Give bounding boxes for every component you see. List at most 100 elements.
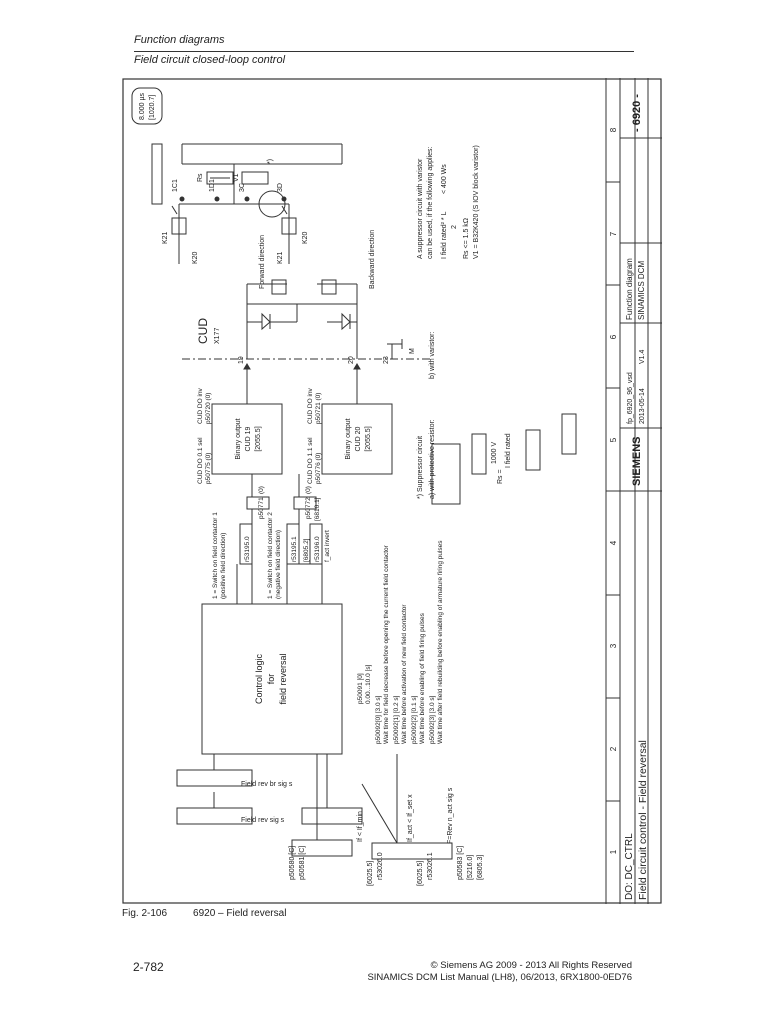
timing-item-desc: Wait time after field rebuilding before … (437, 540, 444, 744)
grid-number: 3 (609, 643, 618, 648)
grid-number: 1 (609, 849, 618, 854)
timestamp-ref: [1020.7] (149, 95, 156, 120)
suppressor-note: A suppressor circuit with varistor (417, 158, 424, 259)
timing-item-desc: Wait time for field decrease before open… (383, 544, 390, 744)
output-desc: (positive field direction) (220, 533, 227, 599)
timestamp: 8.000 µs (139, 93, 146, 120)
k21-coil-label: K21 (277, 251, 284, 264)
suppressor-note: can be used, if the following applies: (427, 146, 434, 259)
formula-lhs: Rs = (497, 469, 504, 484)
sel-param: p50775 (0) (205, 453, 212, 484)
inv-param: p50721 (0) (315, 393, 322, 424)
file-name: fp_6920_96_vsd (627, 372, 634, 424)
figure-caption: Fig. 2-106 6920 – Field reversal (122, 908, 312, 919)
note-mark: *) (267, 159, 274, 164)
terminal-label: 3C (239, 183, 246, 192)
page-number: 2-782 (133, 960, 164, 974)
p-value: (0) (258, 486, 265, 494)
grid-number: 7 (609, 231, 618, 236)
product: SINAMICS DCM (637, 261, 646, 320)
terminal-19: 19 (238, 356, 245, 364)
terminal-23: 23 (383, 356, 390, 364)
binary-output-ref: [2055.5] (365, 426, 372, 451)
sel-param: p50776 (0) (315, 453, 322, 484)
timing-item-desc: Wait time before activation of new field… (401, 604, 408, 744)
input-param: p50583 [C] (457, 846, 464, 880)
grid-number: 6 (609, 334, 618, 339)
date: 2013-05-14 (639, 388, 646, 424)
grid-number: 2 (609, 746, 618, 751)
output-desc: 1 = Switch on field contactor 2 (267, 512, 274, 599)
binary-output-name: CUD 20 (355, 426, 362, 451)
input-label: If_act < If_set x (407, 794, 414, 842)
ground-m: M (409, 348, 416, 354)
version: V1.4 (639, 349, 646, 364)
suppressor-note: Rs <= 1.5 kΩ (463, 218, 470, 259)
input-ref: [6025.5] (417, 861, 424, 886)
terminal-20: 20 (348, 356, 355, 364)
timing-item-desc: Wait time before enabling of field firin… (419, 612, 426, 744)
control-block-line2: for (266, 674, 276, 685)
figure-title: 6920 – Field reversal (193, 908, 287, 919)
k20-label: K20 (302, 231, 309, 244)
formula-numerator: 1000 V (491, 441, 498, 464)
inv-label: CUD DO inv (307, 387, 314, 424)
output-desc: (negative field direction) (275, 530, 282, 599)
suppressor-title: *) Suppressor circuit (417, 436, 424, 499)
terminal-label: 1D1 (209, 179, 216, 192)
formula-denominator: I field rated (505, 433, 512, 468)
copyright: © Siemens AG 2009 - 2013 All Rights Rese… (430, 960, 632, 971)
output-ref: [6805.2] (303, 538, 310, 562)
suppressor-a-title: a) with protective resistor: (429, 419, 436, 499)
extra-ref: [6810.1] (314, 497, 321, 521)
field-reversal-diagram: Field rev sig s Field rev br sig s p5058… (122, 78, 662, 904)
input-ref: [6025.5] (367, 861, 374, 886)
binary-output-title: Binary output (235, 418, 242, 459)
rs-label: Rs (197, 173, 204, 182)
do-line: DO: DC_CTRL (624, 833, 635, 900)
input-ref: [6805.3] (477, 855, 484, 880)
timing-param: p50091 [0] (357, 673, 364, 704)
input-label: Field rev br sig s (241, 781, 293, 788)
cud-connector: X177 (214, 328, 221, 344)
grid-number: 8 (609, 127, 618, 132)
p-param: p50772 (305, 497, 312, 519)
v1-label: V1 (233, 173, 240, 182)
backward-label: Backward direction (369, 230, 376, 289)
binary-output-ref: [2055.5] (255, 426, 262, 451)
terminal-label: 3D (277, 183, 284, 192)
binary-output-name: CUD 19 (245, 426, 252, 451)
suppressor-note: 2 (451, 225, 458, 229)
control-block-line3: field reversal (278, 653, 288, 704)
input-param: r53026.0 (377, 852, 384, 880)
input-param: p50580 [C] (289, 846, 296, 880)
timing-item: p50092[2] [0.1 s] (411, 695, 418, 744)
input-label: F=Rev n_act sig s (447, 787, 454, 844)
sel-label: CUD DO 0.1 sel (197, 437, 204, 484)
output-param: r53195.1 (291, 536, 298, 562)
function-diagram-sheet: Field rev sig s Field rev br sig s p5058… (122, 78, 662, 904)
extra-name: f_act invert (324, 530, 331, 562)
manual-reference: SINAMICS DCM List Manual (LH8), 06/2013,… (367, 972, 632, 983)
footer: © Siemens AG 2009 - 2013 All Rights Rese… (367, 960, 632, 984)
k21-label: K21 (162, 231, 169, 244)
input-ref: [5216.0] (467, 855, 474, 880)
output-param: r53195.0 (244, 536, 251, 562)
input-param: r53026.1 (427, 852, 434, 880)
suppressor-b-title: b) with varistor: (429, 331, 436, 379)
section-subtitle: Field circuit closed-loop control (134, 54, 286, 66)
p-param: p50771 (258, 497, 265, 519)
inv-param: p50720 (0) (205, 393, 212, 424)
timing-item: p50092[1] [0.2 s] (393, 695, 400, 744)
input-param: p50581 [C] (299, 846, 306, 880)
timing-item: p50092[3] [3.0 s] (429, 695, 436, 744)
forward-label: Forward direction (259, 235, 266, 289)
figure-number: Fig. 2-106 (122, 908, 168, 919)
sheet-number: - 6920 - (631, 94, 643, 132)
input-label: If < If_min (357, 811, 364, 842)
input-label: Field rev sig s (241, 817, 285, 824)
inv-label: CUD DO inv (197, 387, 204, 424)
timing-item: p50092[0] [3.0 s] (375, 695, 382, 744)
grid-number: 4 (609, 540, 618, 545)
output-desc: 1 = Switch on field contactor 1 (212, 512, 219, 599)
